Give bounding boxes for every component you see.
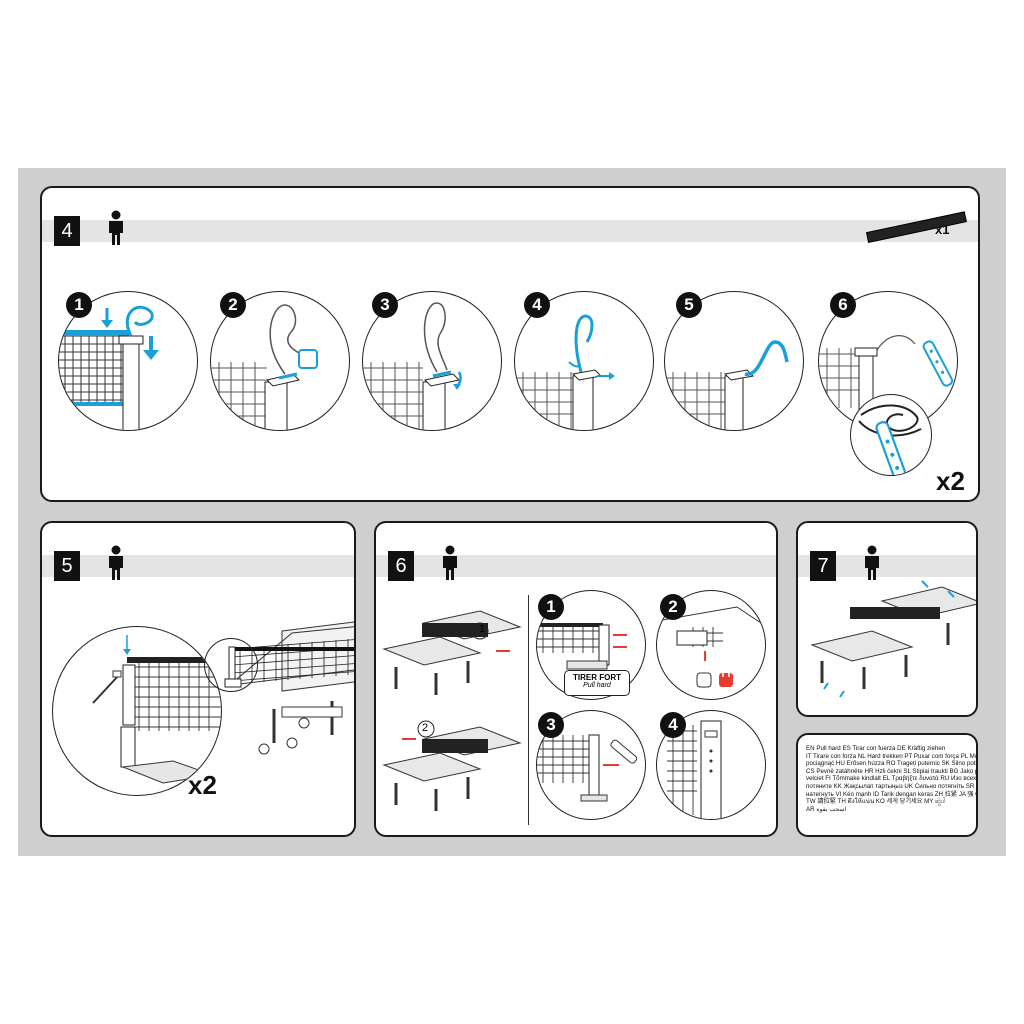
tables-illustration — [382, 610, 522, 811]
multiplier-label: x2 — [188, 770, 217, 800]
person-icon — [109, 210, 123, 245]
table-with-net-illustration — [231, 621, 354, 755]
substep-4-illustration — [514, 291, 654, 431]
translation-list: EN Pull hard ES Tirar con fuerza DE Kräf… — [806, 745, 978, 813]
part-count: x1 — [935, 222, 950, 237]
pull-label-sub: Pull hard — [583, 682, 611, 689]
translations-panel: EN Pull hard ES Tirar con fuerza DE Kräf… — [796, 733, 978, 837]
step-header-band — [798, 555, 976, 577]
translation-line: AR اسحب بقوة — [806, 805, 847, 813]
substep-badge-4: 4 — [524, 292, 550, 318]
knot-detail-illustration — [850, 394, 932, 476]
folded-tables-illustration — [810, 580, 976, 698]
substep-badge-3: 3 — [372, 292, 398, 318]
step-number: 5 — [54, 551, 80, 581]
translation-line: натегнуть VI Kéo mạnh ID Tarik dengan ke… — [806, 790, 978, 798]
person-icon — [443, 545, 457, 580]
multiplier-label: x2 — [936, 466, 965, 496]
callout-2: 2 — [422, 722, 429, 734]
person-icon — [865, 545, 879, 580]
person-icon — [109, 545, 123, 580]
callout-1: 1 — [479, 623, 486, 635]
step6-badge-3: 3 — [538, 712, 564, 738]
substep-badge-1: 1 — [66, 292, 92, 318]
step-7-panel: 7 — [796, 521, 978, 717]
step6-badge-2: 2 — [660, 594, 686, 620]
post-clamp-callout — [204, 638, 258, 692]
step-header-band — [376, 555, 776, 577]
step-5-panel: 5 — [40, 521, 356, 837]
substep-badge-6: 6 — [830, 292, 856, 318]
step6-sub4-illustration — [656, 710, 766, 820]
pull-hard-label: TIRER FORT Pull hard — [564, 670, 630, 696]
net-part-icon — [865, 211, 967, 244]
substep-badge-2: 2 — [220, 292, 246, 318]
step-number: 6 — [388, 551, 414, 581]
pull-label-main: TIRER FORT — [573, 673, 621, 682]
step-header-band — [42, 220, 978, 242]
step-number: 4 — [54, 216, 80, 246]
translation-line: IT Tirare con forza NL Hard trekken PT P… — [806, 752, 978, 760]
divider-line — [528, 595, 529, 825]
translation-line: pociągnąć HU Erősen húzza RO Trageți put… — [806, 760, 978, 768]
net-post-detail-illustration — [52, 626, 222, 796]
step-number: 7 — [810, 551, 836, 581]
translation-line: velciet FI Tõmmake kindlalt EL Τραβήξτε … — [806, 775, 978, 783]
step6-badge-4: 4 — [660, 712, 686, 738]
translation-line: EN Pull hard ES Tirar con fuerza DE Kräf… — [806, 745, 946, 752]
translation-line: CS Pevně zatáhněte HR Hzli čekni SL Stip… — [806, 767, 976, 775]
step6-badge-1: 1 — [538, 594, 564, 620]
substep-badge-5: 5 — [676, 292, 702, 318]
translation-line: TW 請拉緊 TH ดึงให้แน่น KO 세게 당기세요 MY ဆွဲပါ — [806, 798, 946, 806]
translation-line: потяните KK Жақсылап тартыңыз UK Сильно … — [806, 782, 978, 790]
